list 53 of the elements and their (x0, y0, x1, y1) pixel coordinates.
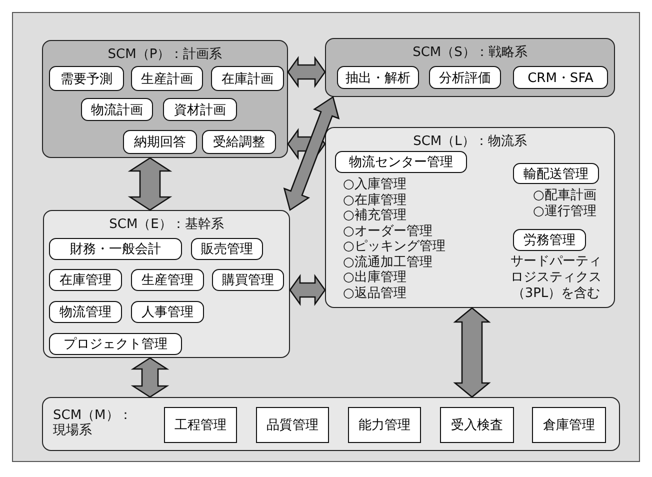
function-box: 倉庫管理 (532, 407, 606, 443)
double-arrow (289, 274, 326, 306)
panel-title: SCM（P）：計画系 (106, 46, 224, 63)
function-box: 物流センター管理 (335, 151, 467, 173)
system-panel (43, 210, 290, 358)
function-box: 受給調整 (202, 130, 276, 154)
function-box: 労務管理 (513, 229, 586, 251)
function-box: 納期回答 (123, 130, 197, 154)
function-box: 輸配送管理 (513, 163, 599, 184)
function-box: 販売管理 (191, 238, 263, 260)
function-box: 能力管理 (348, 407, 421, 443)
panel-title: SCM（E）：基幹系 (108, 216, 225, 233)
bullet-item: ○入庫管理 (343, 177, 406, 192)
bullet-item: ○在庫管理 (343, 192, 406, 208)
bullet-item: ○配車計画 (533, 188, 596, 203)
function-box: 在庫管理 (49, 269, 122, 291)
system-panel (325, 38, 615, 97)
panel-title: SCM（L）：物流系 (412, 133, 528, 150)
bullet-item: ○補充管理 (343, 208, 406, 223)
function-box: 購買管理 (212, 269, 284, 291)
double-arrow (128, 157, 172, 211)
function-box: 品質管理 (256, 407, 329, 443)
bullet-item: ○返品管理 (343, 286, 406, 300)
system-panel (325, 127, 615, 308)
panel-title: SCM（S）：戦略系 (412, 44, 528, 61)
function-box: 物流管理 (49, 301, 122, 323)
double-arrow (287, 56, 326, 88)
double-arrow (283, 96, 340, 212)
bullet-item: ○ピッキング管理 (343, 239, 446, 254)
function-box: 財務・一般会計 (49, 238, 182, 260)
function-box: 受入検査 (440, 407, 514, 443)
function-box: 人事管理 (131, 301, 204, 323)
function-box: 生産管理 (131, 269, 204, 291)
function-box: CRM・SFA (513, 66, 608, 89)
function-box: 資材計画 (163, 98, 237, 121)
bullet-item: ○出庫管理 (343, 270, 406, 285)
system-panel (42, 40, 288, 158)
function-box: 需要予測 (49, 66, 124, 91)
bullet-item: ○運行管理 (533, 204, 596, 218)
bullet-item: ○オーダー管理 (343, 224, 432, 238)
system-panel (42, 397, 620, 451)
function-box: 物流計画 (81, 98, 153, 121)
bullet-item: ○流通加工管理 (343, 254, 432, 270)
note-text: サードパーティロジスティクス（3PL）を含む (510, 254, 602, 302)
function-box: 抽出・解析 (337, 66, 419, 89)
function-box: プロジェクト管理 (49, 333, 182, 355)
double-arrow (453, 307, 491, 398)
function-box: 工程管理 (164, 407, 237, 443)
double-arrow (130, 357, 170, 398)
function-box: 分析評価 (429, 66, 501, 89)
function-box: 在庫計画 (211, 66, 284, 91)
panel-title: SCM（M）：現場系 (53, 408, 133, 438)
function-box: 生産計画 (131, 66, 203, 91)
